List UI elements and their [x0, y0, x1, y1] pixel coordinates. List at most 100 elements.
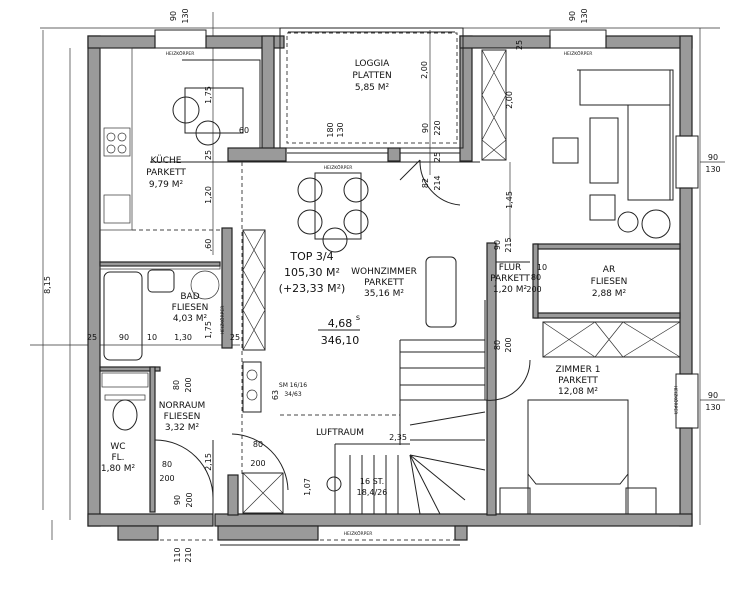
dim: 210 — [184, 547, 193, 562]
dim: 180 — [326, 122, 335, 137]
dim: 90 — [173, 495, 182, 505]
dim: 200 — [250, 459, 265, 468]
dim: 200 — [504, 337, 513, 352]
dim: 2,00 — [505, 91, 514, 109]
chair-icon — [195, 120, 221, 146]
vorraum-floor: FLIESEN — [164, 412, 201, 422]
wall-right-a — [679, 35, 693, 137]
dim: 1,75 — [204, 321, 213, 339]
wall-ar-top — [534, 243, 681, 250]
doors — [399, 159, 531, 401]
wall-loggia-pillar — [387, 147, 401, 162]
kueche-area: 9,79 M² — [149, 180, 184, 190]
vorraum-name: NORRAUM — [159, 401, 205, 411]
dimension-labels: 90 130 90 130 90 130 90 130 180 130 90 2… — [43, 8, 725, 563]
dim: 1,75 — [204, 86, 213, 104]
dim: 25 — [230, 333, 240, 342]
wall-right-c — [679, 427, 693, 527]
heater-label: HEIZKÖRPER — [672, 386, 679, 415]
kueche-name: KÜCHE — [151, 155, 182, 166]
coffee-table — [589, 117, 619, 184]
cabinets — [242, 49, 681, 514]
stair-steps — [349, 411, 486, 515]
flur-floor: PARKETT — [490, 274, 530, 284]
wc-name: WC — [110, 442, 125, 452]
dim: 90 — [119, 333, 129, 342]
zimmer1-area: 12,08 M² — [558, 387, 598, 397]
wall-ar-bottom — [534, 312, 681, 319]
sink-icon — [103, 194, 131, 224]
wall-mid-top — [459, 35, 473, 162]
sofa — [579, 69, 671, 106]
wall-loggia-bottom-a — [227, 147, 287, 162]
lower-section — [160, 539, 460, 546]
dim: 200 — [185, 492, 194, 507]
dim: 90 — [169, 11, 178, 21]
wohnzimmer-name: WOHNZIMMER — [351, 267, 417, 277]
heater-label: HEIZKÖRPER — [219, 306, 226, 335]
dim: 25 — [87, 333, 97, 342]
washing-machine — [190, 270, 220, 300]
dim: 2,15 — [204, 453, 213, 471]
wall-right-b — [679, 187, 693, 375]
dim: 80 — [253, 440, 263, 449]
staircase — [280, 339, 486, 515]
dim: 200 — [526, 285, 541, 294]
wall-hall-right — [486, 242, 497, 516]
dim: 90 — [493, 240, 502, 250]
dim: SM 16/16 — [279, 382, 307, 389]
dim: 200 — [184, 377, 193, 392]
wall-bottom-a — [87, 513, 214, 527]
dim: 214 — [433, 175, 442, 190]
pouf — [589, 194, 616, 221]
heater-labels: HEIZKÖRPER HEIZKÖRPER HEIZKÖRPER HEIZKÖR… — [166, 50, 679, 537]
wc-floor: FL. — [111, 453, 124, 463]
window-living-top — [549, 29, 607, 49]
dim: 80 — [493, 340, 502, 350]
heater-label: HEIZKÖRPER — [564, 50, 593, 57]
dim: 80 — [162, 460, 172, 469]
washbasin — [147, 269, 175, 293]
dim: 130 — [580, 8, 589, 23]
dim: 215 — [504, 237, 513, 252]
heater-label: HEIZKÖRPER — [344, 530, 373, 537]
dim: 130 — [705, 403, 720, 412]
bad-name: BAD — [180, 292, 199, 302]
toilet-icon — [112, 399, 138, 431]
wall-wc-right — [149, 366, 156, 513]
living-furniture — [425, 69, 674, 328]
loggia-name: LOGGIA — [355, 59, 390, 69]
chair-icon — [172, 96, 200, 124]
dim: 1,30 — [174, 333, 192, 342]
dim: 90 — [708, 153, 718, 162]
window-zimmer — [675, 373, 699, 429]
ar-area: 2,88 M² — [592, 289, 627, 299]
wall-hall-stub — [227, 474, 239, 516]
dim: 2,00 — [420, 61, 429, 79]
armchair — [425, 256, 457, 328]
dim: 110 — [173, 547, 182, 562]
level-mark: 4,68 — [328, 317, 353, 330]
bathroom-fixtures — [101, 269, 289, 514]
flur-name: FLUR — [499, 263, 522, 273]
kitchen-furniture — [99, 47, 261, 270]
unit-area: 105,30 M² — [284, 266, 340, 279]
dining-table — [241, 162, 369, 475]
plant-icon — [641, 209, 671, 239]
oven-icon — [242, 361, 262, 413]
dim: 10 — [537, 263, 547, 272]
stairs-count: 16 ST. — [360, 477, 384, 486]
dim: 130 — [705, 165, 720, 174]
wall-kitchen-loggia — [261, 35, 275, 161]
dim: 1,20 — [204, 186, 213, 204]
dim: 90 — [708, 391, 718, 400]
dim: 90 — [421, 123, 430, 133]
zimmer1-floor: PARKETT — [558, 376, 598, 386]
wall-top-kitchen-a — [87, 35, 156, 49]
dim: 82 — [421, 178, 430, 188]
vorraum-area: 3,32 M² — [165, 423, 200, 433]
dim: 200 — [159, 474, 174, 483]
flur-area: 1,20 M² — [493, 285, 528, 295]
heater-label: HEIZKÖRPER — [324, 164, 353, 171]
